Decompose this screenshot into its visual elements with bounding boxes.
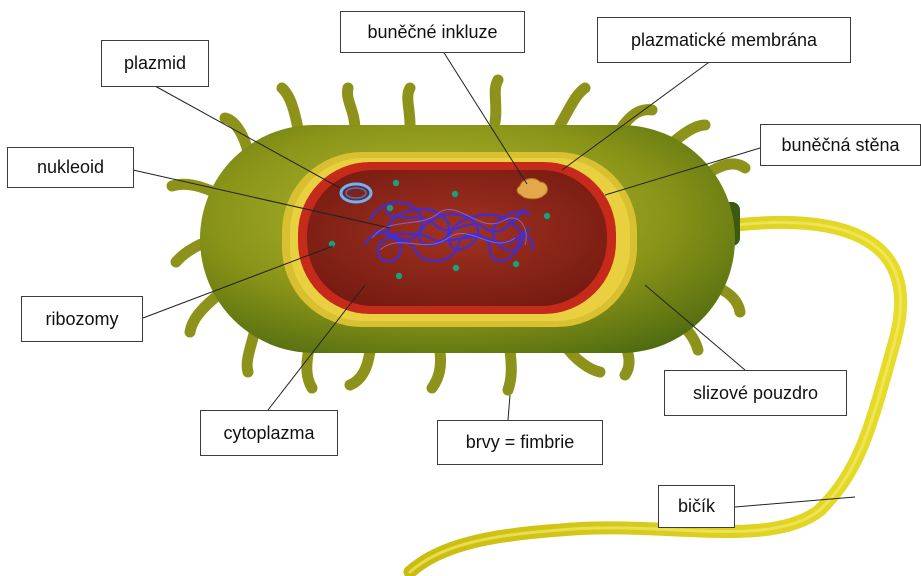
cytoplasm bbox=[307, 170, 607, 306]
label-brvy-fimbrie: brvy = fimbrie bbox=[437, 420, 603, 465]
label-bicik: bičík bbox=[658, 485, 735, 528]
label-slizove-pouzdro: slizové pouzdro bbox=[664, 370, 847, 416]
label-cytoplazma: cytoplazma bbox=[200, 410, 338, 456]
label-plazmaticke-membrana: plazmatické membrána bbox=[597, 17, 851, 63]
label-bunecne-inkluze: buněčné inkluze bbox=[340, 11, 525, 53]
label-nukleoid: nukleoid bbox=[7, 147, 134, 188]
label-ribozomy: ribozomy bbox=[21, 296, 143, 342]
label-plazmid: plazmid bbox=[101, 40, 209, 87]
label-bunecna-stena: buněčná stěna bbox=[760, 124, 921, 166]
